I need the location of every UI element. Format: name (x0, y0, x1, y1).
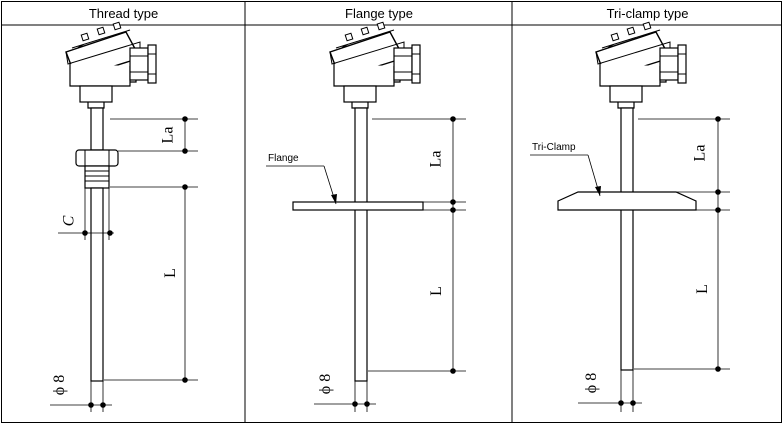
header-thread-type: Thread type (88, 6, 159, 21)
dim-la-triclamp: La (691, 144, 709, 162)
thread-type-drawing (50, 21, 198, 412)
dim-la-flange: La (427, 150, 445, 168)
flange-type-drawing (266, 21, 466, 412)
dim-phi-triclamp: ϕ 8 (583, 372, 601, 394)
dim-l-flange: L (427, 286, 445, 296)
dim-phi-thread: ϕ 8 (51, 374, 69, 396)
callout-triclamp: Tri-Clamp (532, 142, 576, 153)
dim-l-thread: L (161, 268, 179, 278)
dim-la-thread: La (159, 126, 177, 144)
dim-phi-flange: ϕ 8 (317, 373, 335, 395)
dim-c-thread: C (60, 215, 78, 227)
dim-l-triclamp: L (693, 284, 711, 294)
triclamp-type-drawing (530, 21, 730, 412)
callout-flange: Flange (268, 153, 299, 164)
header-triclamp-type: Tri-clamp type (606, 6, 689, 21)
header-flange-type: Flange type (345, 6, 413, 21)
